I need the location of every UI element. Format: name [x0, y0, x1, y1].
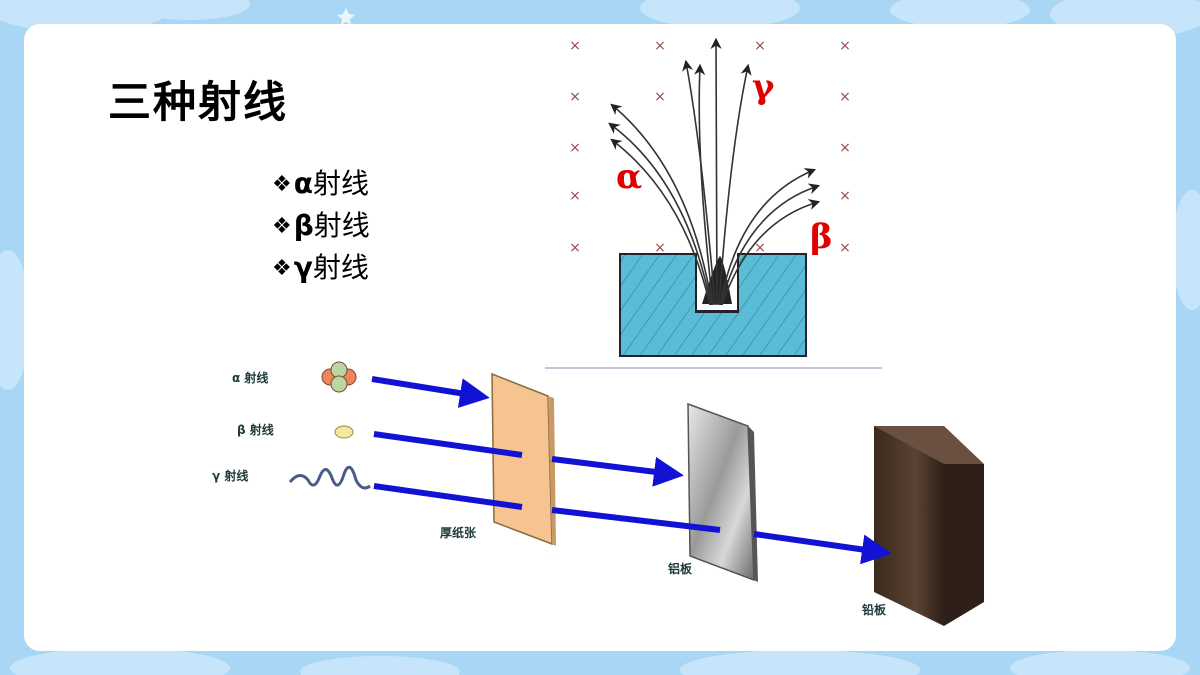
- beta-label: β: [810, 217, 833, 257]
- svg-text:×: ×: [839, 38, 851, 54]
- bullet-symbol: α: [293, 167, 313, 200]
- bullet-text: 射线: [312, 167, 369, 200]
- svg-text:×: ×: [569, 240, 581, 256]
- alpha-source-label: α 射线: [232, 370, 268, 385]
- alpha-label: α: [616, 157, 642, 197]
- ray-arrows: [371, 376, 892, 565]
- bullet-symbol: β: [293, 209, 314, 242]
- penetration-diagram: α 射线 β 射线 γ 射线: [212, 361, 984, 626]
- bullet-list: ❖α射线 ❖β射线 ❖γ射线: [272, 163, 370, 289]
- gamma-source-label: γ 射线: [212, 468, 248, 483]
- beta-particle-icon: [334, 425, 354, 439]
- bullet-item-gamma: ❖γ射线: [272, 247, 370, 289]
- svg-text:×: ×: [654, 240, 666, 256]
- svg-text:×: ×: [839, 89, 851, 105]
- diamond-bullet-icon: ❖: [272, 256, 292, 281]
- diamond-bullet-icon: ❖: [272, 214, 292, 239]
- paper-barrier: [491, 372, 553, 546]
- diamond-bullet-icon: ❖: [272, 172, 292, 197]
- bullet-item-alpha: ❖α射线: [272, 163, 370, 205]
- svg-text:×: ×: [839, 140, 851, 156]
- bullet-item-beta: ❖β射线: [272, 205, 370, 247]
- svg-text:×: ×: [839, 188, 851, 204]
- field-diagram: × × × × × × × × × × × × × × ×: [545, 37, 882, 369]
- bullet-text: 射线: [312, 251, 369, 284]
- svg-text:×: ×: [569, 89, 581, 105]
- svg-text:×: ×: [839, 240, 851, 256]
- svg-text:×: ×: [569, 188, 581, 204]
- beta-source-label: β 射线: [237, 422, 274, 437]
- slide-title: 三种射线: [108, 78, 288, 128]
- gamma-label: γ: [752, 67, 775, 107]
- paper-label: 厚纸张: [440, 525, 477, 540]
- ray-tracks: [608, 37, 821, 306]
- foil-barrier: [687, 402, 755, 582]
- svg-text:×: ×: [654, 38, 666, 54]
- gamma-wave-icon: [288, 465, 371, 490]
- bullet-symbol: γ: [293, 251, 313, 284]
- alpha-particle-icon: [321, 361, 357, 393]
- bullet-text: 射线: [313, 209, 370, 242]
- magnetic-field-marks: × × × × × × × × × × × × × × ×: [569, 38, 851, 256]
- svg-text:×: ×: [569, 140, 581, 156]
- lead-block: [874, 426, 984, 626]
- foil-label: 铝板: [668, 561, 693, 576]
- lead-label: 铅板: [861, 602, 887, 617]
- svg-text:×: ×: [754, 240, 766, 256]
- svg-text:×: ×: [569, 38, 581, 54]
- svg-text:×: ×: [754, 38, 766, 54]
- svg-text:×: ×: [654, 89, 666, 105]
